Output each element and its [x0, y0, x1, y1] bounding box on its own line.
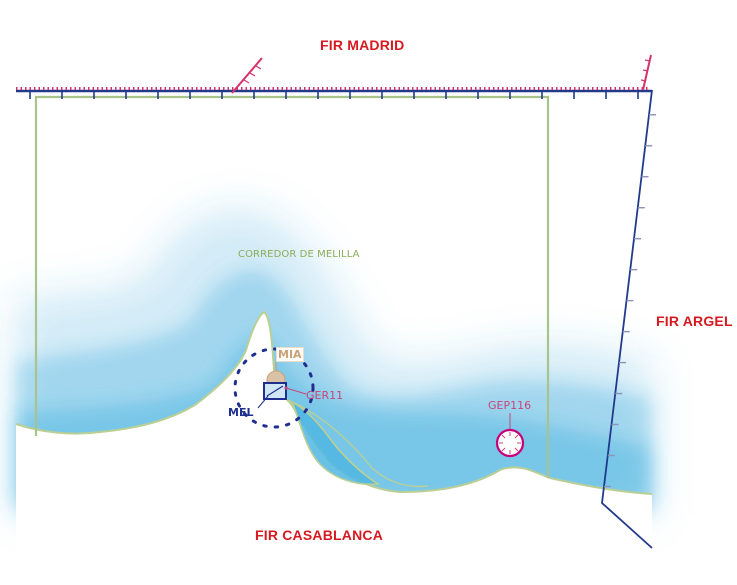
airport-square-icon[interactable] [257, 382, 287, 409]
vor-dotted-ring-icon [233, 347, 315, 429]
fir-casablanca-label: FIR CASABLANCA [255, 527, 384, 543]
tick-marks-east [604, 114, 656, 488]
land-mainland [16, 312, 652, 585]
hatch-diagonal-right-ticks [640, 59, 651, 82]
fir-argel-label: FIR ARGEL [656, 313, 733, 329]
fir-boundary-east [601, 89, 653, 549]
hatch-diagonal-left-ticks [243, 65, 262, 84]
lagoon [287, 399, 429, 488]
corridor-label: CORREDOR DE MELILLA [238, 249, 360, 260]
lagoon-water [290, 400, 381, 486]
corridor-boundary [34, 95, 550, 478]
airport-mia-label[interactable]: MIA [276, 347, 304, 362]
airport-mel-label[interactable]: MEL [228, 406, 254, 419]
waypoint-ger11-label[interactable]: GER11 [306, 389, 344, 402]
fir-madrid-label: FIR MADRID [320, 37, 405, 53]
sandbar [287, 399, 429, 488]
ger11-leader [284, 386, 307, 395]
fir-boundaries [16, 54, 656, 549]
tick-marks-north [29, 91, 639, 99]
hatch-diagonal-left [231, 57, 263, 94]
waypoint-circle-icon[interactable] [495, 413, 525, 458]
waypoint-gep116-label[interactable]: GEP116 [488, 399, 532, 412]
